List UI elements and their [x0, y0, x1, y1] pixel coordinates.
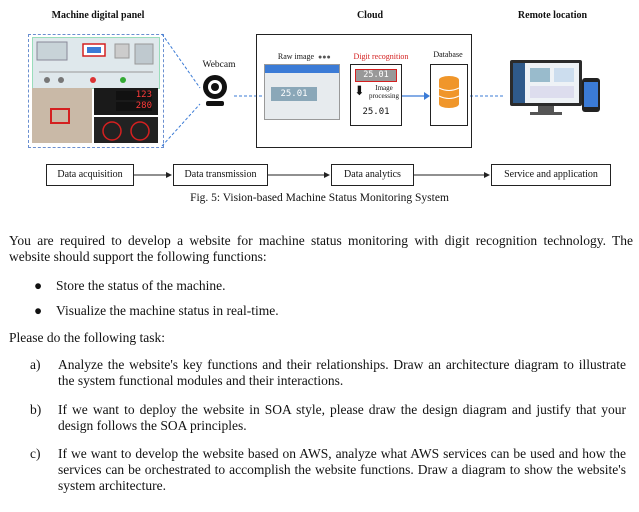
raw-image-label: Raw image	[277, 52, 315, 61]
remote-devices-icon	[510, 60, 600, 115]
dashboard-photo	[94, 117, 158, 143]
raw-image: 25.01	[264, 64, 340, 120]
gauge-icon	[102, 121, 150, 141]
dots-icon: ●●●	[318, 53, 331, 61]
control-panel-image	[32, 37, 160, 89]
lcd-value-1: 123	[116, 91, 152, 100]
arrow-down-icon: ⬇	[354, 83, 365, 98]
image-processing-label: Image processing	[369, 84, 399, 100]
panel-graphic-icon	[36, 41, 154, 83]
intro-paragraph: You are required to develop a website fo…	[9, 233, 633, 265]
task-a-text: Analyze the website's key functions and …	[58, 357, 626, 388]
system-figure: Machine digital panel Cloud Remote locat…	[0, 0, 639, 215]
bullet-dot-1: ●	[34, 278, 43, 293]
digit-crop-value: 25.01	[355, 69, 397, 82]
database-icon	[438, 76, 460, 108]
lcd-display: 123 280	[94, 88, 158, 115]
database-box	[430, 64, 468, 126]
task-b-text: If we want to deploy the website in SOA …	[58, 402, 626, 433]
database-label: Database	[433, 50, 463, 59]
window-titlebar	[265, 65, 339, 73]
digit-recognition-label: Digit recognition	[353, 52, 409, 61]
intro-text: You are required to develop a website fo…	[9, 233, 633, 264]
task-intro: Please do the following task:	[9, 330, 165, 345]
webcam-icon	[203, 75, 227, 106]
highlight-box-icon	[50, 108, 70, 124]
stage-data-transmission: Data transmission	[173, 164, 268, 186]
recognized-value: 25.01	[362, 107, 390, 117]
task-a-label: a)	[30, 357, 41, 372]
stage-service-application: Service and application	[491, 164, 611, 186]
digit-recognition-box: 25.01 ⬇ Image processing 25.01	[350, 64, 402, 126]
stage-data-acquisition: Data acquisition	[46, 164, 134, 186]
panel-header: Machine digital panel	[51, 10, 145, 21]
cloud-header: Cloud	[356, 10, 384, 21]
raw-image-value: 25.01	[271, 87, 317, 101]
task-c-text: If we want to develop the website based …	[58, 446, 626, 493]
webcam-label: Webcam	[202, 60, 236, 70]
bullet-dot-2: ●	[34, 303, 43, 318]
bullet-visualize-status: Visualize the machine status in real-tim…	[56, 303, 279, 318]
task-c-label: c)	[30, 446, 41, 461]
bullet-store-status: Store the status of the machine.	[56, 278, 226, 293]
remote-header: Remote location	[517, 10, 588, 21]
stage-data-analytics: Data analytics	[331, 164, 414, 186]
factory-photo	[32, 88, 92, 143]
task-b-label: b)	[30, 402, 42, 417]
cloud-box	[256, 34, 472, 148]
lcd-value-2: 280	[116, 102, 152, 111]
machine-panel-photo	[28, 34, 164, 148]
figure-caption: Fig. 5: Vision-based Machine Status Moni…	[190, 192, 449, 204]
connector-lines	[133, 33, 505, 178]
